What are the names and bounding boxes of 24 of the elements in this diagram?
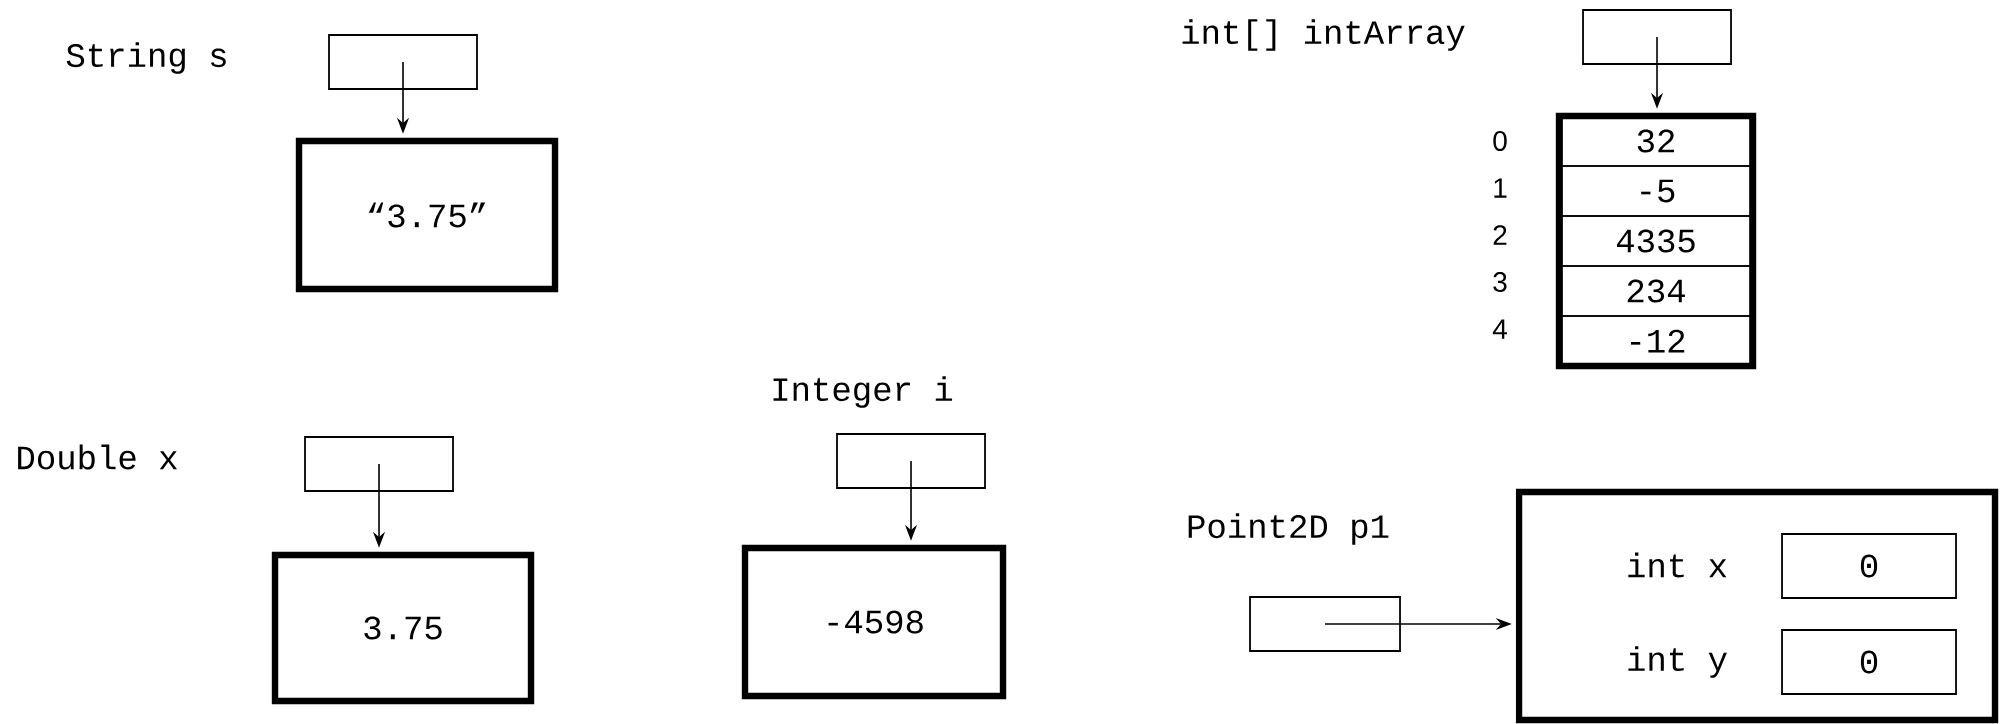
object-box xyxy=(1515,488,1999,724)
variable-label: String s xyxy=(66,42,226,74)
variable-label: int y xyxy=(1628,646,1727,678)
index-label: 0 xyxy=(1493,131,1507,151)
variable-label: int x xyxy=(1628,552,1727,578)
array-cell: 4335 xyxy=(1561,215,1751,267)
array-cell: -12 xyxy=(1561,315,1751,367)
array-box xyxy=(1555,112,1757,370)
object-box: -4598 xyxy=(741,544,1007,700)
index-label: 2 xyxy=(1493,225,1507,245)
object-box: 3.75 xyxy=(271,551,535,705)
array-cell: -5 xyxy=(1561,165,1751,217)
index-label: 1 xyxy=(1494,178,1507,198)
variable-label: int[] intArray xyxy=(1182,19,1465,51)
field-box: 0 xyxy=(1781,533,1957,599)
array-cell: 32 xyxy=(1561,115,1751,167)
index-label: 3 xyxy=(1493,272,1507,292)
variable-label: Integer i xyxy=(773,376,953,408)
variable-label: Point2D p1 xyxy=(1188,513,1389,545)
array-cell: 234 xyxy=(1561,265,1751,317)
index-label: 4 xyxy=(1492,319,1507,339)
field-box: 0 xyxy=(1781,629,1957,695)
object-box: “3.75” xyxy=(295,137,559,293)
variable-label: Double x xyxy=(18,444,178,470)
